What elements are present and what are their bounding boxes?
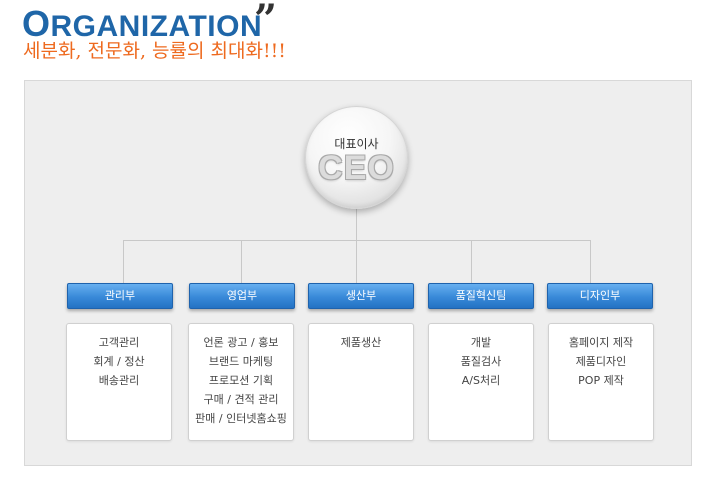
task-item: 홈페이지 제작 (568, 336, 634, 349)
ceo-name-label: CEO (318, 149, 395, 187)
horizontal-connector (123, 240, 591, 241)
page-title-first-letter: O (22, 3, 51, 44)
dept-connector-1 (123, 240, 124, 283)
ceo-node: 대표이사 CEO (305, 106, 408, 209)
task-item: A/S처리 (461, 374, 501, 387)
dept-tasks-design: 홈페이지 제작 제품디자인 POP 제작 (548, 323, 654, 441)
dept-tasks-sales: 언론 광고 / 홍보 브랜드 마케팅 프로모션 기획 구매 / 견적 관리 판매… (188, 323, 294, 441)
quote-mark-icon: ” (254, 0, 278, 43)
task-item: 고객관리 (98, 336, 140, 349)
task-item: 구매 / 견적 관리 (203, 393, 279, 406)
task-item: 제품생산 (340, 336, 382, 349)
task-item: 언론 광고 / 홍보 (203, 336, 279, 349)
task-item: 개발 (470, 336, 492, 349)
dept-header-management: 관리부 (67, 283, 173, 309)
dept-header-sales: 영업부 (189, 283, 295, 309)
page-title-rest: RGANIZATION (50, 10, 263, 43)
dept-connector-5 (590, 240, 591, 283)
dept-tasks-production: 제품생산 (308, 323, 414, 441)
page-subtitle: 세분화, 전문화, 능률의 최대화!!! (23, 40, 286, 62)
dept-header-production: 생산부 (308, 283, 414, 309)
task-item: 브랜드 마케팅 (208, 355, 274, 368)
dept-connector-2 (241, 240, 242, 283)
task-item: 판매 / 인터넷홈쇼핑 (195, 412, 287, 425)
ceo-vertical-connector (356, 208, 357, 241)
task-item: 배송관리 (98, 374, 140, 387)
ceo-role-label: 대표이사 (334, 137, 379, 151)
task-item: 회계 / 정산 (93, 355, 145, 368)
dept-header-quality: 품질혁신팀 (428, 283, 534, 309)
dept-tasks-quality: 개발 품질검사 A/S처리 (428, 323, 534, 441)
dept-connector-3 (356, 240, 357, 283)
page-title: ORGANIZATION (22, 6, 262, 42)
dept-header-design: 디자인부 (547, 283, 653, 309)
task-item: POP 제작 (578, 374, 624, 387)
task-item: 품질검사 (460, 355, 502, 368)
task-item: 프로모션 기획 (208, 374, 274, 387)
task-item: 제품디자인 (575, 355, 627, 368)
dept-tasks-management: 고객관리 회계 / 정산 배송관리 (66, 323, 172, 441)
dept-connector-4 (471, 240, 472, 283)
